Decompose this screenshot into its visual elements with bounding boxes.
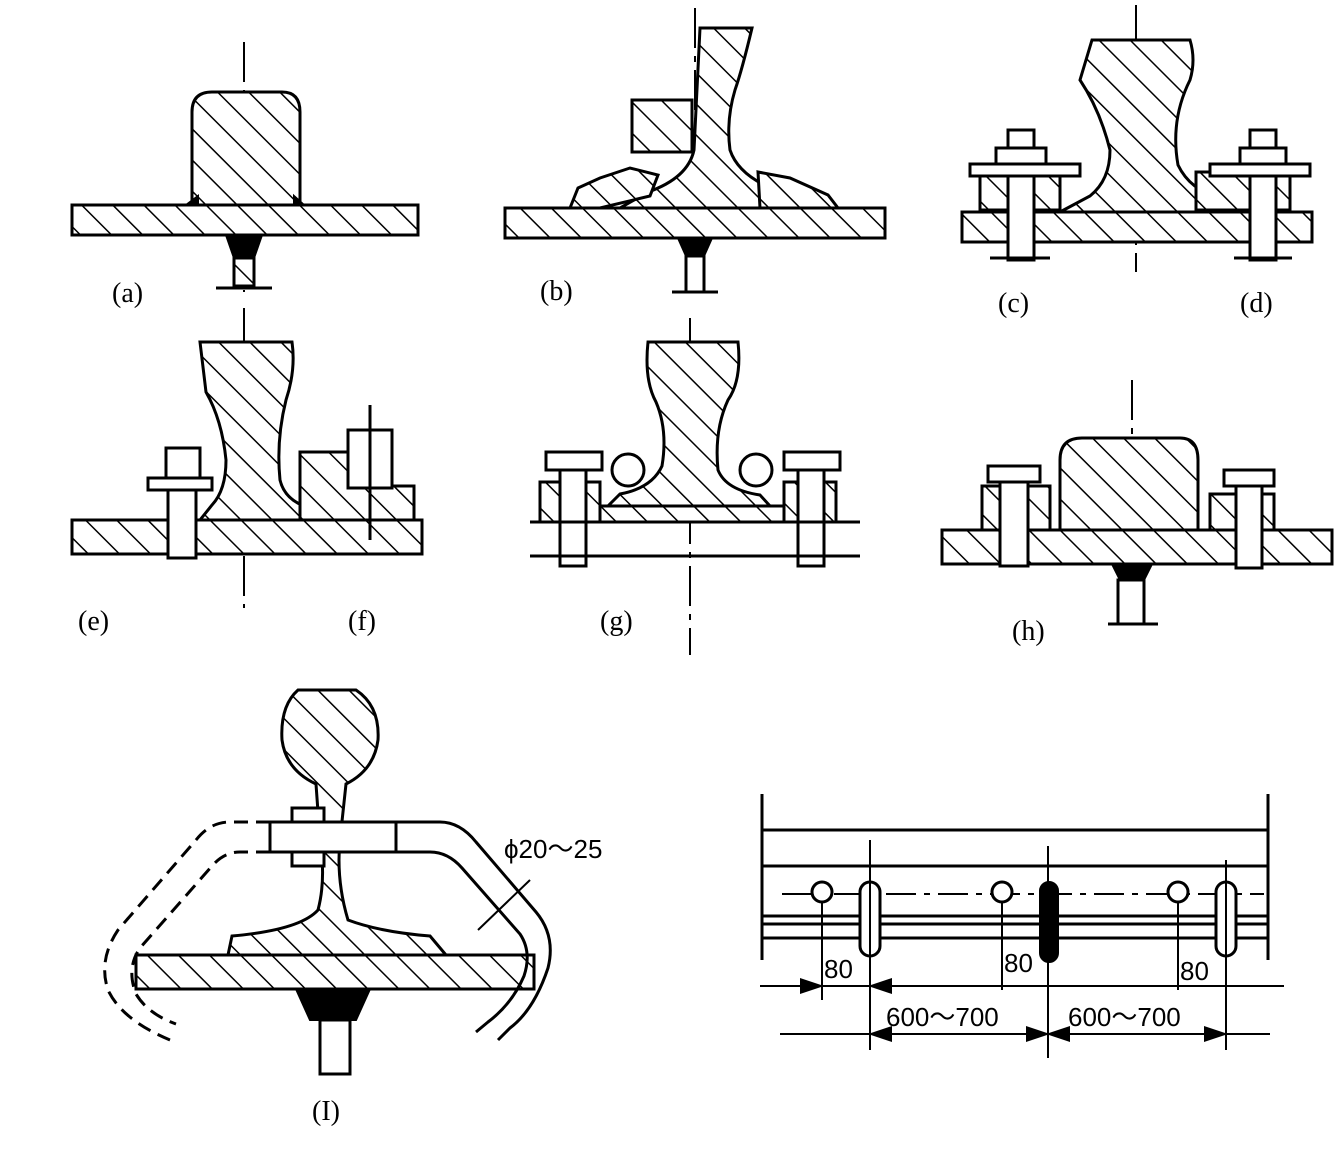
detail-i — [103, 688, 552, 1076]
dim-80-1: 80 — [824, 954, 853, 984]
label-b: (b) — [540, 276, 573, 307]
label-i: (I) — [312, 1096, 340, 1127]
detail-c-d — [960, 5, 1314, 272]
hook-diameter-label: ϕ20～25 — [504, 834, 602, 864]
label-d: (d) — [1240, 288, 1273, 319]
label-g: (g) — [600, 606, 633, 637]
detail-e-f — [70, 308, 424, 608]
detail-a — [70, 42, 420, 292]
plan-view — [760, 794, 1284, 1058]
detail-h — [940, 380, 1334, 626]
detail-g — [530, 318, 860, 655]
dim-spacing-1: 600～700 — [886, 1002, 999, 1032]
label-f: (f) — [348, 606, 376, 637]
dim-80-2: 80 — [1004, 948, 1033, 978]
label-e: (e) — [78, 606, 109, 637]
label-c: (c) — [998, 288, 1029, 319]
dim-80-3: 80 — [1180, 956, 1209, 986]
label-h: (h) — [1012, 616, 1045, 647]
dim-spacing-2: 600～700 — [1068, 1002, 1181, 1032]
label-a: (a) — [112, 278, 143, 309]
detail-b — [503, 8, 887, 294]
